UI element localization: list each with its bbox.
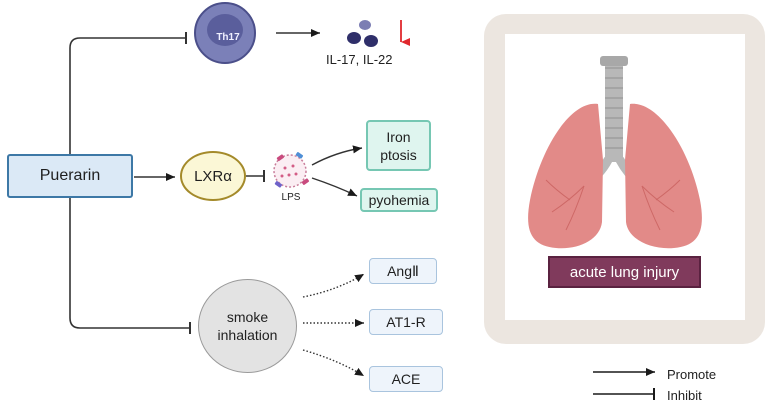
legend-promote-label: Promote — [667, 367, 717, 382]
il17-il22-label: IL-17, IL-22 — [326, 52, 393, 67]
acute-lung-injury-label: acute lung injury — [548, 256, 701, 288]
puerarin-node: Puerarin — [7, 154, 133, 198]
puerarin-connectors — [69, 32, 265, 334]
lung-panel — [484, 14, 765, 344]
pyohemia-node: pyohemia — [360, 188, 438, 212]
cytokine-dots — [347, 20, 378, 47]
smoke-inhibit-line — [69, 198, 190, 329]
trachea — [605, 56, 623, 162]
lps-label: LPS — [281, 192, 301, 203]
smoke-to-ace-arrow — [302, 349, 365, 377]
lps-particle — [273, 152, 310, 188]
right-lung — [625, 103, 702, 249]
lps-to-iron-arrow — [311, 145, 363, 166]
left-lung — [528, 103, 603, 249]
smoke-inhalation-line2: inhalation — [217, 327, 278, 343]
th17-label: Th17 — [216, 32, 240, 43]
smoke-inhalation-line1: smoke — [226, 309, 269, 325]
th17-cell — [194, 2, 256, 64]
legend-inhibit-label: Inhibit — [667, 388, 702, 403]
at1r-node: AT1-R — [369, 309, 443, 335]
lps-to-pyohemia-arrow — [311, 177, 358, 197]
th17-inhibit-line — [69, 37, 186, 154]
iron-ptosis-line1: Iron — [386, 128, 411, 145]
lxr-alpha-node: LXRα — [180, 151, 246, 201]
smoke-inhalation-node: smoke inhalation — [198, 279, 297, 373]
angii-node: AngⅡ — [369, 258, 437, 284]
ace-node: ACE — [369, 366, 443, 392]
iron-ptosis-node: Iron ptosis — [366, 120, 431, 171]
lungs-illustration — [528, 56, 702, 249]
iron-ptosis-line2: ptosis — [380, 146, 417, 163]
smoke-to-angii-arrow — [302, 273, 365, 298]
